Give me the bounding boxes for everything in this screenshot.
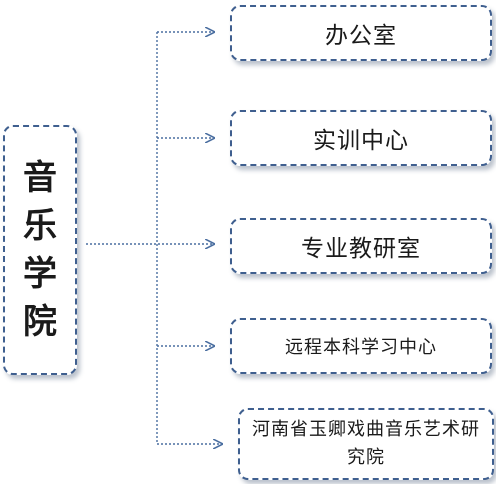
child-node-label: 办公室 bbox=[325, 23, 397, 49]
child-node-label: 河南省玉卿戏曲音乐艺术研究院 bbox=[252, 419, 480, 468]
root-char: 院 bbox=[23, 302, 57, 342]
child-node-label: 专业教研室 bbox=[301, 236, 421, 262]
root-node-music-school: 音 乐 学 院 bbox=[3, 125, 77, 375]
child-node-label: 远程本科学习中心 bbox=[285, 337, 437, 358]
child-node-training-center: 实训中心 bbox=[230, 110, 492, 166]
root-char: 学 bbox=[23, 254, 57, 294]
child-node-label: 实训中心 bbox=[313, 128, 409, 154]
root-char: 音 bbox=[23, 158, 57, 198]
child-node-teaching-research-office: 专业教研室 bbox=[230, 218, 492, 274]
child-node-office: 办公室 bbox=[230, 5, 492, 61]
child-node-opera-music-institute: 河南省玉卿戏曲音乐艺术研究院 bbox=[238, 408, 494, 480]
child-node-remote-learning-center: 远程本科学习中心 bbox=[230, 318, 492, 374]
root-char: 乐 bbox=[23, 206, 57, 246]
